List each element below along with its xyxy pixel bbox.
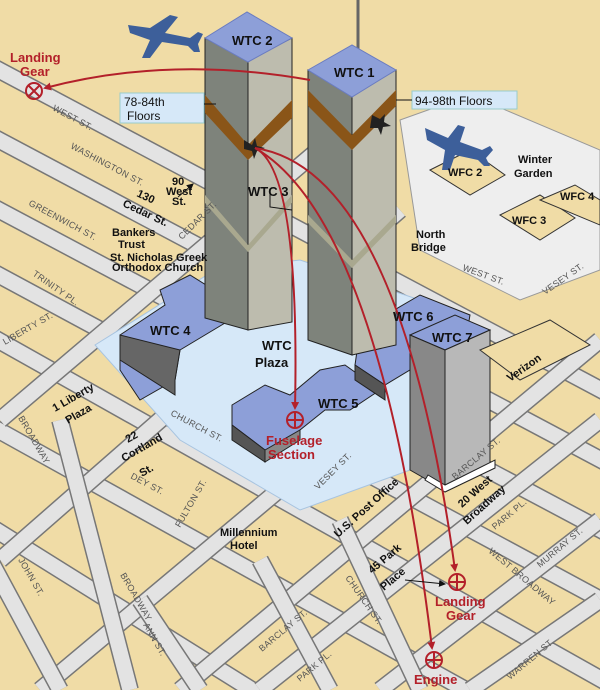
landing-gear-right-label-2: Gear [446, 608, 476, 623]
landing-gear-left-label-1: Landing [10, 50, 61, 65]
street [175, 334, 600, 690]
trajectory-landing-gear-right [254, 147, 459, 572]
street [133, 595, 207, 690]
wtc1-label: WTC 1 [334, 65, 374, 80]
street [0, 562, 67, 690]
wtc2-label: WTC 2 [232, 33, 272, 48]
fuselage-label-1: Fuselage [266, 433, 322, 448]
trajectory-landing-gear-left [43, 68, 311, 91]
engine-marker-icon [425, 651, 443, 669]
wtc5-building [231, 364, 381, 463]
landing-gear-left-label-2: Gear [20, 64, 50, 79]
90-west-label-3: St. [172, 196, 186, 208]
engine-label: Engine [414, 672, 457, 687]
trajectory-engine [254, 147, 436, 650]
debris-trajectories [43, 68, 459, 650]
fuselage-marker-icon [286, 411, 304, 429]
fuselage-label-2: Section [268, 447, 315, 462]
90-west-label-1: 90 [172, 176, 184, 188]
wtc3-label: WTC 3 [248, 184, 288, 199]
millennium-label-1: Millennium [220, 527, 278, 539]
street [253, 556, 337, 690]
wtc2-floors-line2: Floors [127, 109, 160, 123]
wfc2-label: WFC 2 [448, 167, 482, 179]
wtc5-label: WTC 5 [318, 396, 358, 411]
wtc2-tower [204, 11, 294, 331]
plane-icon [128, 15, 203, 58]
street [255, 414, 600, 690]
winter-garden-label-1: Winter [518, 154, 553, 166]
wtc7-label: WTC 7 [432, 330, 472, 345]
landing-gear-right-marker-icon [448, 573, 466, 591]
wfc4-label: WFC 4 [560, 191, 595, 203]
wtc1-floors-label: 94-98th Floors [415, 94, 492, 108]
landing-gear-right-label-1: Landing [435, 594, 486, 609]
wfc3-label: WFC 3 [512, 215, 546, 227]
90-west-label-2: West [166, 186, 192, 198]
wtc4-label: WTC 4 [150, 323, 191, 338]
cedar-pointer [177, 183, 194, 198]
wtc6-label: WTC 6 [393, 309, 433, 324]
winter-garden-label-2: Garden [514, 168, 553, 180]
verizon-building [479, 319, 592, 381]
wtc2-floors-callout [119, 92, 205, 124]
wtc2-impact-icon [244, 138, 265, 159]
wtc2-floors-line1: 78-84th [124, 95, 165, 109]
millennium-label-2: Hotel [230, 540, 258, 552]
landing-gear-left-marker-icon [25, 82, 43, 100]
plane-icon [425, 125, 493, 170]
bankers-trust-label-1: Bankers [112, 227, 155, 239]
bankers-trust-label-2: Trust [118, 239, 145, 251]
north-bridge-label-2: Bridge [411, 242, 446, 254]
st-nicholas-label-2: Orthodox Church [112, 262, 203, 274]
st-nicholas-label-1: St. Nicholas Greek [110, 252, 208, 264]
plaza-label-2: Plaza [255, 355, 289, 370]
wtc1-impact-icon [370, 114, 391, 135]
street [0, 523, 267, 690]
north-bridge-label-1: North [416, 229, 446, 241]
street [465, 593, 600, 690]
trajectory-fuselage [254, 147, 300, 410]
street [375, 514, 600, 690]
street [52, 418, 138, 690]
street [333, 516, 427, 690]
park-place-pointer [404, 579, 446, 587]
wtc3-pointer [269, 193, 293, 211]
wfc4-building [538, 184, 600, 226]
plaza-label-1: WTC [262, 338, 292, 353]
cortland-label-1: 22 [124, 429, 141, 446]
